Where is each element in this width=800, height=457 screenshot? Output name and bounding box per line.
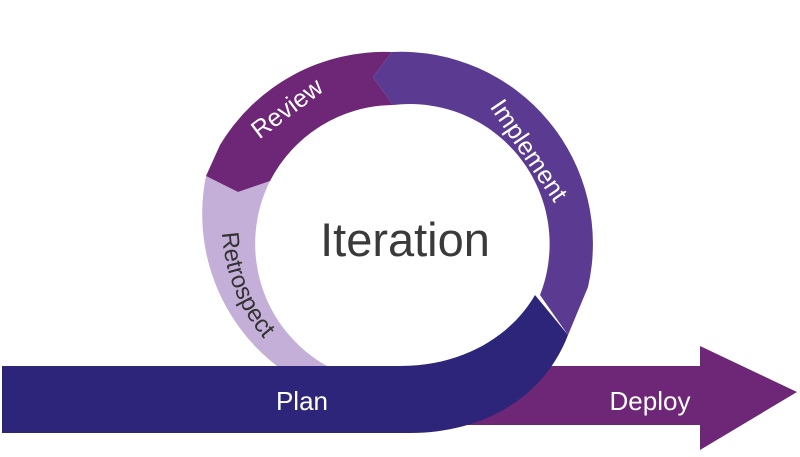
deploy-label: Deploy [610, 386, 691, 416]
center-label: Iteration [320, 213, 490, 266]
review-segment [206, 51, 393, 193]
plan-label: Plan [276, 386, 328, 416]
retrospect-segment [202, 176, 327, 366]
implement-segment [373, 51, 593, 336]
plan-arrow [2, 295, 568, 433]
